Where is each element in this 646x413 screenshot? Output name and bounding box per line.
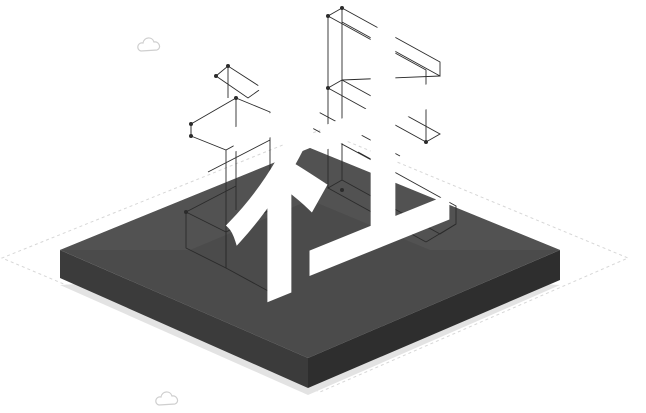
cloud-icon bbox=[155, 391, 179, 406]
cloud-icon bbox=[137, 37, 161, 52]
ground-outline bbox=[0, 129, 630, 393]
platform-side-left bbox=[60, 250, 308, 388]
platform-side-right bbox=[308, 250, 560, 388]
wireframe-nodes bbox=[184, 6, 428, 214]
platform-top-highlight bbox=[60, 148, 560, 250]
wireframe bbox=[185, 7, 457, 293]
